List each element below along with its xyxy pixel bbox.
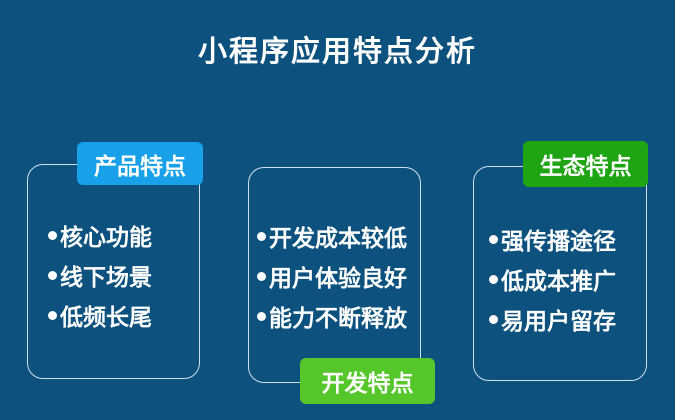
bullet-icon [48,310,57,320]
list-item-label: 低成本推广 [501,269,616,295]
list-item: 开发成本较低 [257,216,418,256]
bullet-icon [48,230,57,240]
list-item-label: 用户体验良好 [269,266,407,292]
tag-ecosystem-features: 生态特点 [523,141,648,187]
tag-product-features: 产品特点 [77,142,203,185]
product-feature-list: 核心功能 线下场景 低频长尾 [28,165,199,335]
bullet-icon [257,311,266,321]
list-item: 线下场景 [48,255,195,295]
list-item: 核心功能 [48,215,195,255]
list-item: 用户体验良好 [257,256,418,296]
bullet-icon [48,270,57,280]
list-item: 强传播途径 [489,219,642,259]
development-feature-list: 开发成本较低 用户体验良好 能力不断释放 [249,168,420,336]
bullet-icon [489,274,498,284]
feature-box-product: 核心功能 线下场景 低频长尾 [27,164,200,379]
page-title: 小程序应用特点分析 [197,34,477,68]
list-item-label: 低频长尾 [60,305,152,331]
list-item-label: 开发成本较低 [269,226,407,252]
bullet-icon [257,231,266,241]
list-item-label: 易用户留存 [501,309,616,335]
tag-development-features: 开发特点 [300,358,435,404]
bullet-icon [489,314,498,324]
feature-box-ecosystem: 强传播途径 低成本推广 易用户留存 [473,166,647,381]
bullet-icon [257,271,266,281]
bullet-icon [489,234,498,244]
list-item-label: 核心功能 [60,225,152,251]
list-item-label: 线下场景 [60,265,152,291]
list-item: 低频长尾 [48,295,195,335]
list-item: 能力不断释放 [257,296,418,336]
ecosystem-feature-list: 强传播途径 低成本推广 易用户留存 [474,167,646,339]
list-item-label: 强传播途径 [501,229,616,255]
list-item: 低成本推广 [489,259,642,299]
list-item-label: 能力不断释放 [269,306,407,332]
list-item: 易用户留存 [489,299,642,339]
feature-box-development: 开发成本较低 用户体验良好 能力不断释放 [248,167,421,383]
